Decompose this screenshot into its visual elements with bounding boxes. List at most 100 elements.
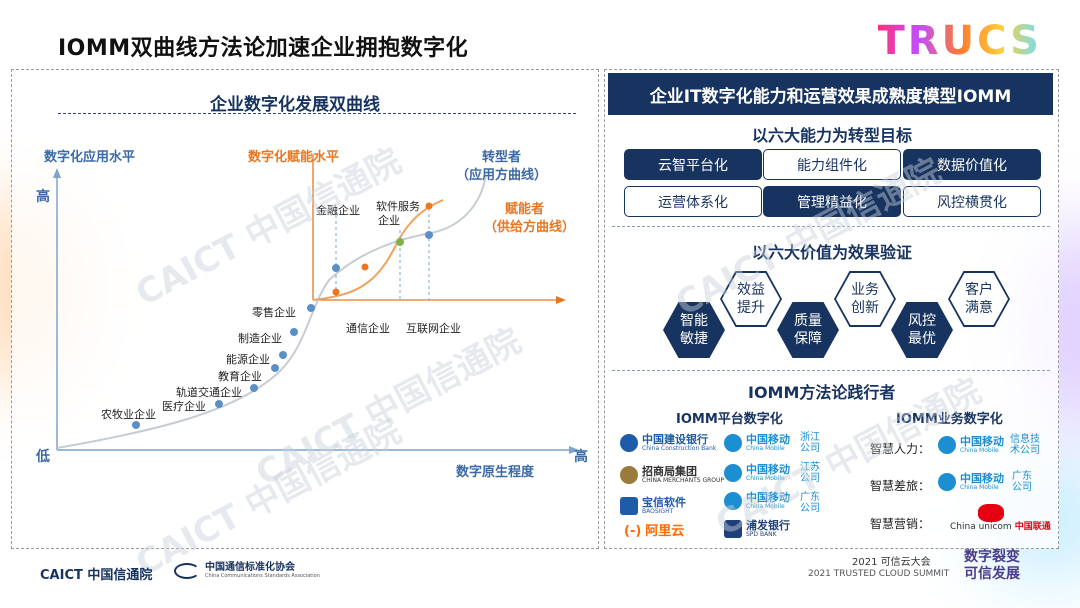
point-energy	[279, 351, 287, 359]
ccsa-name: 中国通信标准化协会	[205, 562, 295, 573]
spdb-en: SPD BANK	[746, 531, 777, 538]
cmg-name: 招商局集团	[642, 465, 697, 478]
capability-operation: 运营体系化	[624, 186, 762, 217]
value-satisfaction-label: 客户满意	[965, 282, 993, 316]
event-name: 2021 可信云大会	[852, 557, 931, 568]
cmcc-en: China Mobile	[960, 447, 999, 454]
transformer-sub: （应用方曲线）	[456, 168, 548, 183]
cmcc-en: China Mobile	[746, 445, 785, 452]
point-supply-top	[425, 202, 433, 210]
alibaba-cloud-icon: (-)	[624, 524, 642, 539]
capability-component: 能力组件化	[763, 149, 901, 180]
unicom-knot-icon	[978, 504, 1004, 522]
point-finance	[332, 264, 340, 272]
china-mobile-icon	[938, 473, 956, 491]
label-agriculture: 农牧业企业	[101, 408, 156, 421]
point-medical	[215, 400, 223, 408]
point-software-intersection	[396, 238, 404, 246]
cmg-en: CHINA MERCHANTS GROUP	[642, 477, 725, 484]
baosight-en: BAOSIGHT	[642, 508, 674, 515]
y-axis-arrow	[53, 168, 61, 178]
label-software-2: 企业	[378, 214, 400, 227]
cmcc-en: China Mobile	[746, 475, 785, 482]
enabler-sub: （供给方曲线）	[484, 220, 576, 235]
unicom-logo: China unicom 中国联通	[950, 504, 1051, 533]
enabler-label: 赋能者	[505, 202, 545, 217]
event-slogan: 数字裂变 可信发展	[964, 549, 1020, 583]
point-education	[271, 364, 279, 372]
value-agile-label: 智能敏捷	[680, 313, 708, 347]
capability-risk: 风控横贯化	[903, 186, 1041, 217]
label-manufacturing: 制造企业	[238, 332, 282, 345]
title-divider	[58, 113, 576, 114]
cmg-icon	[620, 466, 638, 484]
point-agriculture	[132, 421, 140, 429]
label-telecom: 通信企业	[346, 322, 390, 335]
point-manufacturing	[290, 328, 298, 336]
label-internet: 互联网企业	[406, 322, 461, 335]
transformer-label: 转型者	[482, 150, 522, 165]
caict-logo: CAICT 中国信通院	[40, 568, 153, 583]
cmcc-name: 中国移动	[746, 491, 790, 504]
spdb-name: 浦发银行	[746, 519, 790, 532]
y-axis-label: 数字化应用水平	[44, 150, 136, 165]
curve-chart-title: 企业数字化发展双曲线	[210, 95, 380, 115]
china-mobile-icon	[724, 434, 742, 452]
cmcc-name: 中国移动	[746, 463, 790, 476]
label-rail: 轨道交通企业	[176, 386, 242, 399]
slogan-line-1: 数字裂变	[964, 549, 1020, 565]
point-telecom-supply	[332, 288, 340, 296]
label-finance: 金融企业	[316, 204, 360, 217]
smart-marketing-label: 智慧营销：	[870, 517, 931, 531]
value-heading: 以六大价值为效果验证	[752, 243, 913, 262]
alibaba-cloud-name: 阿里云	[645, 524, 685, 539]
practice-heading: IOMM方法论践行者	[748, 383, 896, 402]
cmcc-name: 中国移动	[960, 435, 1004, 448]
china-mobile-icon	[938, 436, 956, 454]
region-jiangsu: 江苏公司	[800, 462, 820, 484]
cmcc-en: China Mobile	[960, 484, 999, 491]
label-medical: 医疗企业	[162, 400, 206, 413]
region-zhejiang: 浙江公司	[800, 432, 820, 454]
enabling-x-arrow	[556, 296, 566, 304]
label-software: 软件服务	[376, 200, 420, 213]
double-curve-diagram	[53, 155, 579, 454]
smart-travel-label: 智慧差旅：	[870, 479, 931, 493]
ccb-icon	[620, 434, 638, 452]
capability-cloud: 云智平台化	[624, 149, 762, 180]
origin-low-label: 低	[36, 449, 50, 465]
point-rail	[250, 384, 258, 392]
point-internet	[425, 231, 433, 239]
section-divider	[612, 226, 1050, 227]
slogan-line-2: 可信发展	[964, 566, 1020, 582]
x-axis-label: 数字原生程度	[456, 465, 535, 480]
ccb-name: 中国建设银行	[642, 433, 708, 446]
model-title: 企业IT数字化能力和运营效果成熟度模型IOMM	[608, 73, 1053, 115]
point-retail	[307, 304, 315, 312]
region-guangdong-biz: 广东公司	[1012, 471, 1032, 493]
baosight-name: 宝信软件	[642, 496, 686, 509]
unicom-name: 中国联通	[1014, 522, 1051, 532]
enabling-axis-label: 数字化赋能水平	[248, 150, 340, 165]
china-mobile-icon	[724, 492, 742, 510]
ccsa-en: China Communications Standards Associati…	[205, 573, 320, 579]
value-quality-label: 质量保障	[794, 313, 822, 347]
baosight-icon	[620, 497, 638, 515]
label-energy: 能源企业	[226, 353, 270, 366]
region-guangdong: 广东公司	[800, 492, 820, 514]
smart-hr-label: 智慧人力：	[870, 442, 931, 456]
event-name-en: 2021 TRUSTED CLOUD SUMMIT	[808, 569, 950, 579]
alibaba-cloud-logo: (-) 阿里云	[624, 524, 684, 539]
page-title: IOMM双曲线方法论加速企业拥抱数字化	[58, 36, 469, 61]
capability-heading: 以六大能力为转型目标	[752, 126, 913, 145]
application-curve	[56, 174, 487, 449]
ccsa-logo: 中国通信标准化协会 China Communications Standards…	[174, 562, 320, 579]
ccb-en: China Construction Bank	[642, 445, 717, 452]
